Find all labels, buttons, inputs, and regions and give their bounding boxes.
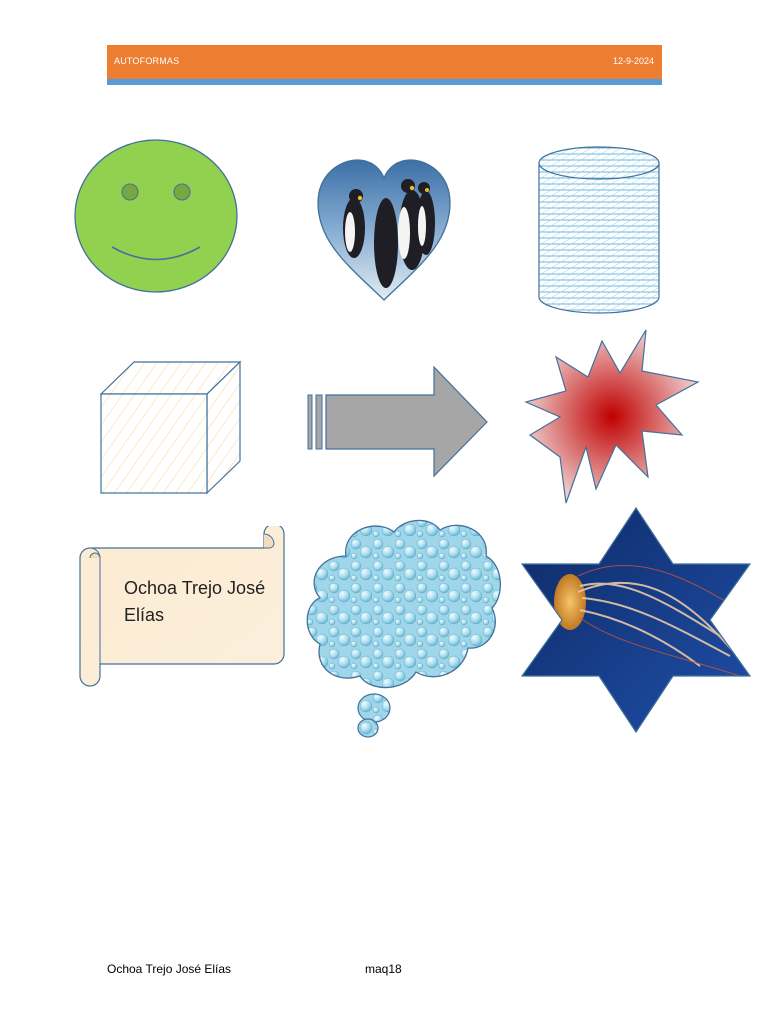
scroll-banner-text: Ochoa Trejo José Elías — [124, 578, 266, 625]
header-underline — [107, 79, 662, 85]
header-date: 12-9-2024 — [612, 56, 654, 66]
footer-code: maq18 — [365, 962, 402, 976]
star-jellyfish-picture[interactable] — [520, 506, 752, 734]
explosion-burst[interactable] — [524, 327, 702, 505]
scroll-banner[interactable] — [78, 526, 286, 688]
cylinder-pattern[interactable] — [536, 145, 662, 317]
header-bar — [107, 45, 662, 79]
footer-author: Ochoa Trejo José Elías — [107, 962, 232, 976]
heart-penguins-picture[interactable] — [316, 158, 452, 303]
thought-cloud-bubbles[interactable] — [306, 516, 504, 740]
striped-right-arrow[interactable] — [306, 365, 490, 479]
cube-hatched[interactable] — [98, 359, 244, 497]
header-title: AUTOFORMAS — [114, 56, 180, 66]
smiley-face-shape[interactable] — [74, 137, 240, 295]
